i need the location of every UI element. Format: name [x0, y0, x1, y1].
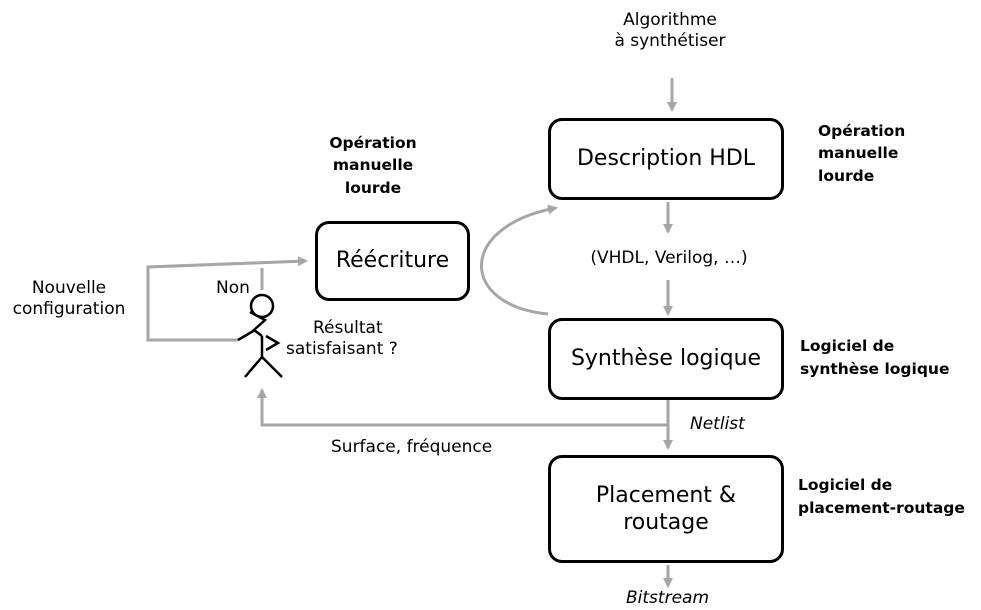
label-resultat-satisfaisant: Résultat satisfaisant ? [286, 318, 398, 361]
person-thinking-icon [237, 293, 283, 378]
annotation-op-manuelle-right: Opération manuelle lourde [818, 122, 905, 186]
label-bitstream: Bitstream [626, 588, 709, 608]
annotation-op-left-line2: manuelle [332, 156, 414, 175]
annotation-op-left-line1: Opération [329, 134, 417, 152]
label-nouvelle-line2: configuration [12, 299, 126, 320]
annotation-synthese-line1: Logiciel de [800, 337, 895, 355]
arrow-curve-back-to-hdl [480, 204, 558, 316]
annotation-placement-line2: placement-routage [798, 499, 965, 518]
label-vhdl: (VHDL, Verilog, …) [590, 248, 748, 268]
annotation-synthese-line2: synthèse logique [800, 360, 950, 379]
annotation-logiciel-placement: Logiciel de placement-routage [798, 476, 965, 519]
label-non: Non [216, 278, 250, 298]
arrow-config-to-reecriture [146, 256, 308, 342]
box-placement-routage: Placement & routage [548, 455, 784, 563]
label-nouvelle-line1: Nouvelle [31, 278, 107, 298]
label-surface-frequence: Surface, fréquence [331, 437, 493, 457]
label-algorithme: Algorithme à synthétiser [600, 10, 740, 53]
box-description-hdl-label: Description HDL [576, 146, 756, 172]
box-description-hdl: Description HDL [548, 118, 784, 200]
label-netlist: Netlist [690, 414, 745, 434]
box-reecriture: Réécriture [315, 221, 470, 301]
box-synthese-logique: Synthèse logique [548, 318, 784, 400]
arrow-results-to-person [257, 388, 668, 427]
annotation-logiciel-synthese: Logiciel de synthèse logique [800, 337, 949, 380]
box-placement-label: Placement & routage [595, 482, 737, 536]
annotation-placement-line1: Logiciel de [798, 476, 893, 494]
box-reecriture-label: Réécriture [335, 248, 450, 274]
label-resultat-line2: satisfaisant ? [286, 339, 398, 360]
box-synthese-label: Synthèse logique [570, 346, 762, 372]
annotation-op-right-line1: Opération [818, 122, 906, 140]
label-algorithme-line2: à synthétiser [614, 31, 726, 52]
annotation-op-right-line3: lourde [818, 166, 875, 185]
annotation-op-left-line3: lourde [344, 178, 402, 197]
label-nouvelle-configuration: Nouvelle configuration [4, 278, 134, 321]
label-resultat-line1: Résultat [313, 318, 383, 338]
annotation-op-right-line2: manuelle [818, 144, 899, 163]
label-algorithme-line1: Algorithme [623, 10, 717, 30]
annotation-op-manuelle-left: Opération manuelle lourde [318, 134, 428, 198]
